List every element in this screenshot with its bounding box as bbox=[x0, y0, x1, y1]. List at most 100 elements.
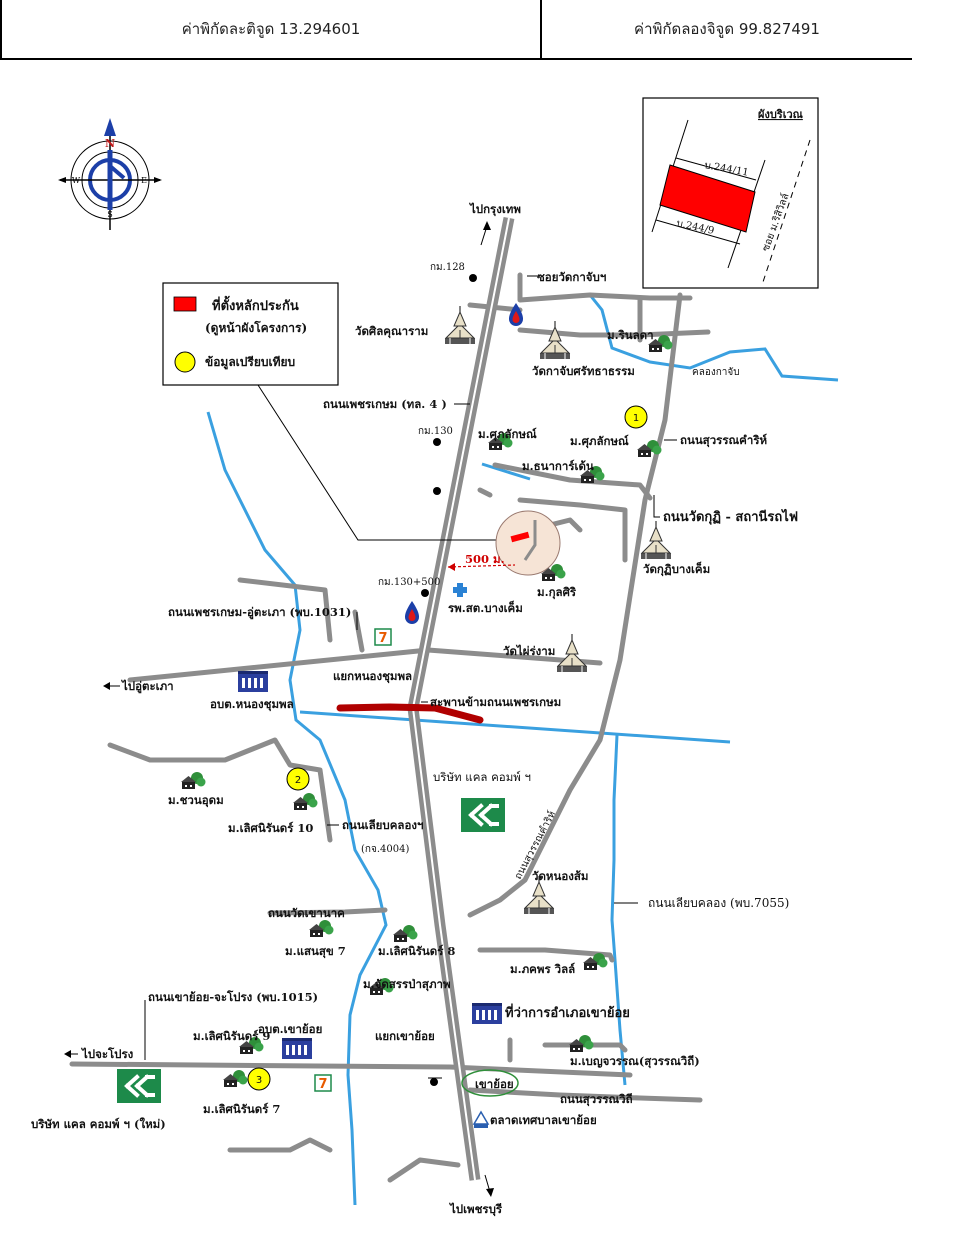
gas-station-icon bbox=[509, 303, 523, 326]
comparable-2: 2 bbox=[295, 775, 301, 786]
road-west-loop bbox=[237, 577, 333, 643]
compass-e: E bbox=[141, 176, 147, 185]
coordinate-bar: ค่าพิกัดละติจูด 13.294601 ค่าพิกัดลองจิจ… bbox=[0, 0, 979, 62]
label-wat-kut-road: ถนนวัดกุฏิ - สถานีรถไฟ bbox=[663, 508, 798, 525]
label-wat-kut: วัดกุฏิบางเค็ม bbox=[643, 561, 710, 577]
label-canal-road: ถนนเลียบคลองฯ bbox=[342, 818, 423, 832]
label-company: บริษัท แคล คอมพ์ ฯ bbox=[433, 770, 531, 784]
comparable-1: 1 bbox=[633, 413, 639, 424]
legend-collateral: ที่ตั้งหลักประกัน bbox=[212, 295, 299, 314]
road-wat-kachap-loop bbox=[517, 327, 711, 338]
collateral-location: 500 ม. bbox=[447, 510, 561, 576]
label-nong-chumphon-junction: แยกหนองชุมพล bbox=[333, 669, 412, 684]
label-obt-nong-chumphon: อบต.หนองชุมพล bbox=[210, 697, 294, 712]
label-canal-road-code: (กจ.4004) bbox=[361, 844, 409, 855]
label-hospital: รพ.สต.บางเค็ม bbox=[448, 600, 523, 615]
compass-s: S bbox=[107, 210, 112, 219]
village-tree-icon bbox=[223, 1070, 248, 1087]
label-m-saensuk7: ม.แสนสุข 7 bbox=[285, 944, 346, 959]
label-km130: กม.130 bbox=[418, 426, 453, 437]
label-wat-sila: วัดศิลคุณาราม bbox=[355, 324, 428, 339]
legend-collateral-swatch bbox=[173, 296, 197, 312]
label-to-cha-prong: ไปจะโปรง bbox=[80, 1046, 134, 1061]
label-m-loetnirun8: ม.เลิศนิรันดร์ 8 bbox=[378, 944, 455, 958]
canal-east bbox=[610, 734, 627, 1086]
canal-west bbox=[206, 411, 388, 1206]
label-m-loetnirun9: ม.เลิศนิรันดร์ 9 bbox=[193, 1029, 270, 1043]
convenience-store-icon bbox=[314, 1074, 332, 1093]
village-tree-icon bbox=[393, 925, 418, 942]
label-wat-phai: วัดไผ่ร่งาม bbox=[503, 644, 555, 658]
road-kunsiri bbox=[517, 497, 628, 563]
label-m-rinlada: ม.รินลดา bbox=[607, 328, 654, 342]
arrowheads bbox=[64, 221, 494, 1197]
label-khlong-kachap: คลองกาจับ bbox=[692, 367, 740, 378]
label-obt-khao-yoi: อบต.เขาย้อย bbox=[258, 1022, 322, 1036]
label-m-loetnirun10: ม.เลิศนิรันดร์ 10 bbox=[228, 821, 313, 835]
temple-icon bbox=[640, 520, 672, 560]
inset-site-plan: ผังบริเวณ บ.244/11 บ.244/9 ซอย ม.ริสิวิล… bbox=[642, 97, 819, 289]
bridge-over-phetkasem bbox=[336, 703, 484, 724]
road-phetkasem-utaphao-tick bbox=[352, 609, 365, 653]
label-m-jutsan: ม.จัดสรรป่าสุภาพ bbox=[363, 977, 451, 992]
inset-collateral-plot bbox=[659, 164, 756, 233]
label-to-bangkok: ไปกรุงเทพ bbox=[468, 202, 521, 217]
compass-w: W bbox=[72, 176, 81, 185]
village-tree-icon bbox=[569, 1035, 594, 1052]
label-m-kunsiri: ม.กุลศิริ bbox=[537, 585, 577, 600]
label-km128: กม.128 bbox=[430, 262, 465, 273]
company-logo-icon bbox=[459, 796, 507, 834]
temple-icon bbox=[539, 320, 571, 360]
road-khao-yoi-cha-prong bbox=[69, 1061, 633, 1078]
label-khao-yoi-cha-prong-road: ถนนเขาย้อย-จะโปรง (พบ.1015) bbox=[148, 989, 318, 1004]
collateral-marker bbox=[510, 531, 530, 543]
inset-title: ผังบริเวณ bbox=[758, 108, 804, 121]
label-wat-kachap: วัดกาจับศรัทธาธรรม bbox=[532, 364, 635, 378]
label-phetkasem-utaphao-road: ถนนเพชรเกษม-อู่ตะเภา (พบ.1031) bbox=[168, 605, 351, 620]
map-labels: ไปกรุงเทพ กม.128 กม.130 กม.130+500 ซอยวั… bbox=[31, 202, 798, 1217]
comparable-markers: 1 2 3 bbox=[247, 405, 648, 1091]
convenience-store-icon bbox=[374, 628, 392, 647]
road-sw bbox=[227, 1137, 333, 1153]
label-m-phakphon: ม.ภคพร วิลล์ bbox=[510, 962, 575, 976]
label-suwannakhamrit-road: ถนนสุวรรณคำริห์ bbox=[680, 433, 767, 448]
village-tree-icon bbox=[309, 920, 334, 937]
map-icons bbox=[115, 303, 673, 1128]
road-soi-wat-kachap bbox=[517, 272, 693, 303]
legend: ที่ตั้งหลักประกัน (ดูหน้าผังโครงการ) ข้อ… bbox=[162, 282, 339, 386]
khao-yoi-hill bbox=[461, 1069, 519, 1097]
label-m-suppalak-b: ม.ศุภลักษณ์ bbox=[570, 434, 629, 449]
road-chuan-udom bbox=[107, 737, 333, 843]
government-building-icon bbox=[238, 671, 268, 692]
label-m-suppalak-a: ม.ศุภลักษณ์ bbox=[478, 427, 537, 442]
label-company-new: บริษัท แคล คอมพ์ ฯ (ใหม่) bbox=[31, 1117, 166, 1131]
leaders bbox=[68, 225, 677, 1193]
label-bridge: สะพานข้ามถนนเพชรเกษม bbox=[430, 695, 561, 709]
company-logo-icon bbox=[115, 1067, 163, 1105]
label-wat-khao-nak-road: ถนนวัดเขานาค bbox=[268, 906, 345, 920]
compass-rose: N S E W bbox=[58, 118, 162, 230]
label-market: ตลาดเทศบาลเขาย้อย bbox=[490, 1113, 597, 1127]
label-m-benjawan: ม.เบญจวรรณ(สุวรรณวิถี) bbox=[570, 1054, 700, 1069]
government-building-icon bbox=[472, 1003, 502, 1024]
label-khao-yoi: เขาย้อย bbox=[475, 1077, 514, 1091]
temple-icon bbox=[444, 305, 476, 345]
road-suwannawithi bbox=[467, 1087, 703, 1103]
label-m-thanakarn: ม.ธนาการ์เด้น bbox=[522, 459, 594, 473]
legend-leader-line bbox=[257, 384, 505, 541]
km-markers bbox=[421, 274, 477, 1086]
longitude-text: ค่าพิกัดลองจิจูด 99.827491 bbox=[634, 20, 820, 38]
road-phakphon bbox=[477, 947, 615, 963]
government-building-icon bbox=[282, 1038, 312, 1059]
road-wat-khao-nak bbox=[267, 907, 388, 916]
label-to-phetchaburi: ไปเพชรบุรี bbox=[448, 1202, 503, 1217]
label-suwannawithi-road: ถนนสุวรรณวิถี bbox=[560, 1092, 633, 1107]
label-wat-nong-som: วัดหนองส้ม bbox=[532, 869, 589, 883]
label-km130-500: กม.130+500 bbox=[378, 577, 440, 588]
label-to-u-taphao: ไปอู่ตะเภา bbox=[120, 679, 174, 694]
compass-n: N bbox=[105, 137, 115, 150]
canals bbox=[206, 294, 839, 1206]
market-icon bbox=[472, 1110, 490, 1128]
label-m-loetnirun7: ม.เลิศนิรันดร์ 7 bbox=[203, 1102, 280, 1116]
legend-comparables: ข้อมูลเปรียบเทียบ bbox=[205, 355, 295, 370]
